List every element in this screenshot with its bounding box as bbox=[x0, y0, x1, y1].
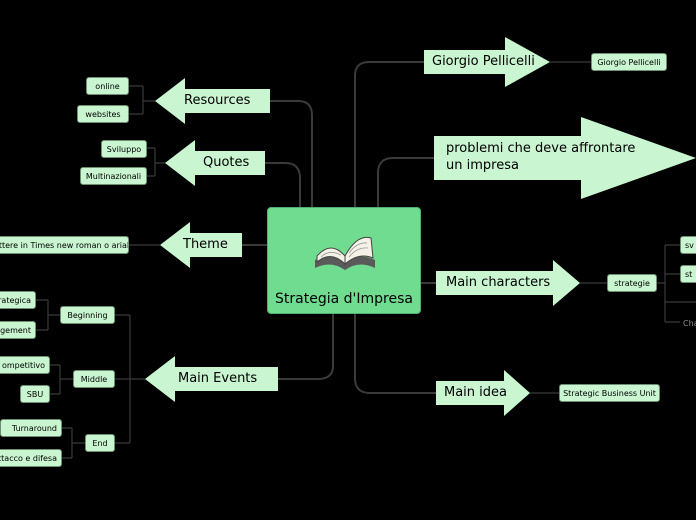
connector-center-quotes bbox=[265, 162, 301, 207]
connector-middle-leaves bbox=[50, 364, 73, 395]
resources-arrow[interactable] bbox=[155, 78, 270, 124]
connector-center-problemi bbox=[377, 157, 434, 207]
online-node[interactable]: online bbox=[86, 77, 129, 95]
connector-mainevents-stages bbox=[115, 314, 145, 444]
quotes-arrow[interactable] bbox=[165, 140, 265, 186]
connector-strategie-leaves bbox=[657, 244, 696, 323]
central-topic[interactable]: Strategia d'Impresa bbox=[267, 207, 421, 314]
open-book-icon bbox=[315, 236, 375, 270]
giorgio-leaf-node[interactable]: Giorgio Pellicelli bbox=[591, 53, 667, 71]
middle-node[interactable]: Middle bbox=[73, 370, 115, 388]
connector-quotes-leaves bbox=[147, 147, 165, 177]
strategica-node[interactable]: trategica bbox=[0, 291, 36, 309]
gement-node[interactable]: gement bbox=[0, 321, 36, 339]
connector-center-giorgio bbox=[354, 61, 424, 207]
theme-font-node[interactable]: ttere in Times new roman o arial bbox=[0, 236, 129, 254]
connector-lines bbox=[242, 61, 436, 394]
turnaround-node[interactable]: Turnaround bbox=[0, 419, 62, 437]
leaf-connectors bbox=[36, 61, 696, 459]
connector-resources-leaves bbox=[129, 85, 155, 115]
sviluppo-node[interactable]: Sviluppo bbox=[101, 140, 147, 158]
strategie-node[interactable]: strategie bbox=[607, 274, 657, 292]
end-node[interactable]: End bbox=[85, 434, 115, 452]
multinazionali-node[interactable]: Multinazionali bbox=[80, 167, 147, 185]
strategic-business-unit-node[interactable]: Strategic Business Unit bbox=[559, 384, 660, 402]
connector-beginning-leaves bbox=[36, 299, 60, 331]
main-idea-arrow[interactable] bbox=[436, 370, 530, 416]
central-topic-title: Strategia d'Impresa bbox=[275, 291, 413, 307]
connector-center-resources bbox=[270, 100, 313, 207]
attacco-difesa-node[interactable]: ttacco e difesa bbox=[0, 449, 62, 467]
problemi-arrow[interactable] bbox=[434, 117, 696, 199]
main-characters-arrow[interactable] bbox=[436, 260, 580, 306]
theme-arrow[interactable] bbox=[160, 222, 242, 268]
connector-center-mainevents bbox=[278, 314, 334, 380]
competitivo-node[interactable]: ompetitivo bbox=[0, 356, 50, 374]
sbu-node[interactable]: SBU bbox=[20, 385, 50, 403]
websites-node[interactable]: websites bbox=[77, 105, 129, 123]
giorgio-arrow[interactable] bbox=[424, 37, 550, 87]
sv-node[interactable]: sv bbox=[680, 236, 696, 254]
beginning-node[interactable]: Beginning bbox=[60, 306, 115, 324]
connector-center-mainidea bbox=[354, 314, 436, 394]
main-events-arrow[interactable] bbox=[145, 356, 278, 402]
connector-end-leaves bbox=[62, 427, 85, 459]
st-node[interactable]: st bbox=[680, 265, 696, 283]
